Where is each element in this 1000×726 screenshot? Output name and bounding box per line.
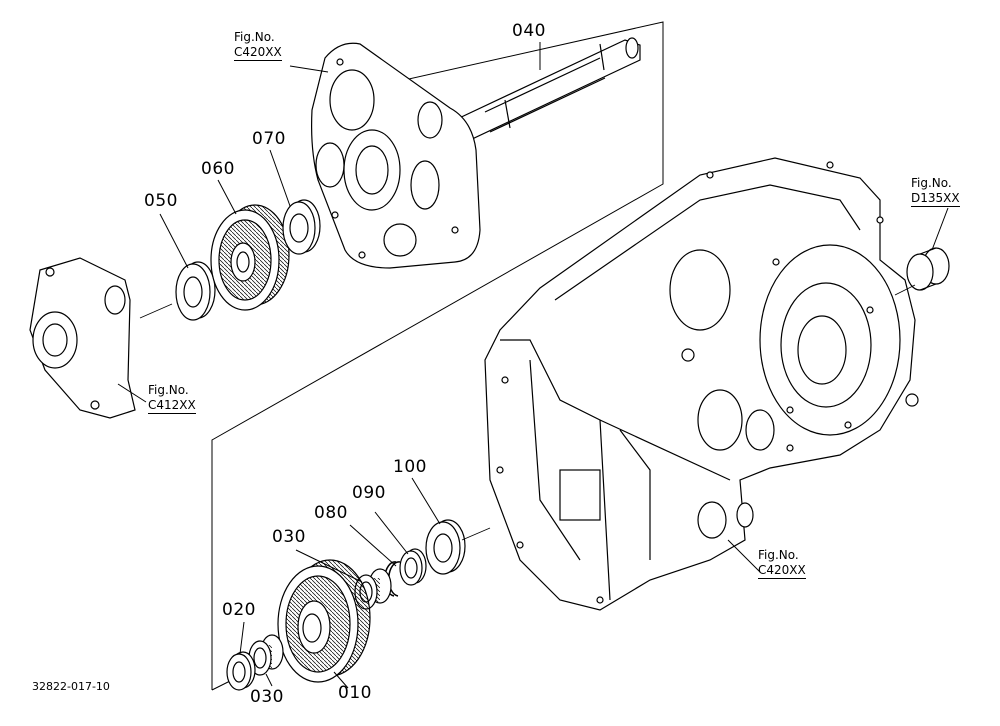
figure-ref-right-top-code: D135XX (911, 191, 960, 207)
part-label-090: 090 (352, 483, 386, 503)
figure-ref-right-bottom: Fig.No. C420XX (758, 548, 806, 579)
needle-bearing-030-lower (248, 634, 284, 676)
part-label-070: 070 (252, 129, 286, 149)
gear-010 (277, 559, 371, 683)
bearing-070 (282, 199, 321, 255)
shaft-040 (452, 37, 641, 142)
part-label-010: 010 (338, 683, 372, 703)
figure-ref-top-code: C420XX (234, 45, 282, 61)
figure-ref-right-top: Fig.No. D135XX (911, 176, 960, 207)
left-housing (29, 257, 173, 419)
part-label-020: 020 (222, 600, 256, 620)
part-label-030-lower: 030 (250, 687, 284, 707)
figure-ref-right-bottom-prefix: Fig.No. (758, 548, 799, 562)
figure-ref-left: Fig.No. C412XX (148, 383, 196, 414)
part-label-100: 100 (393, 457, 427, 477)
part-label-040: 040 (512, 21, 546, 41)
figure-ref-right-bottom-code: C420XX (758, 563, 806, 579)
bearing-050 (175, 261, 216, 321)
leader-lines (117, 42, 949, 689)
transmission-case (484, 157, 919, 611)
bearing-100 (425, 519, 491, 575)
part-label-030-upper: 030 (272, 527, 306, 547)
document-number: 32822-017-10 (32, 680, 110, 693)
figure-ref-left-prefix: Fig.No. (148, 383, 189, 397)
part-label-080: 080 (314, 503, 348, 523)
figure-ref-top: Fig.No. C420XX (234, 30, 282, 61)
figure-ref-top-prefix: Fig.No. (234, 30, 275, 44)
gear-case-cover (311, 42, 481, 269)
ring-090 (399, 548, 427, 586)
part-label-060: 060 (201, 159, 235, 179)
bushing (894, 247, 950, 296)
gear-060 (210, 204, 290, 311)
figure-ref-left-code: C412XX (148, 398, 196, 414)
collar-020 (226, 651, 256, 691)
part-label-050: 050 (144, 191, 178, 211)
figure-ref-right-top-prefix: Fig.No. (911, 176, 952, 190)
